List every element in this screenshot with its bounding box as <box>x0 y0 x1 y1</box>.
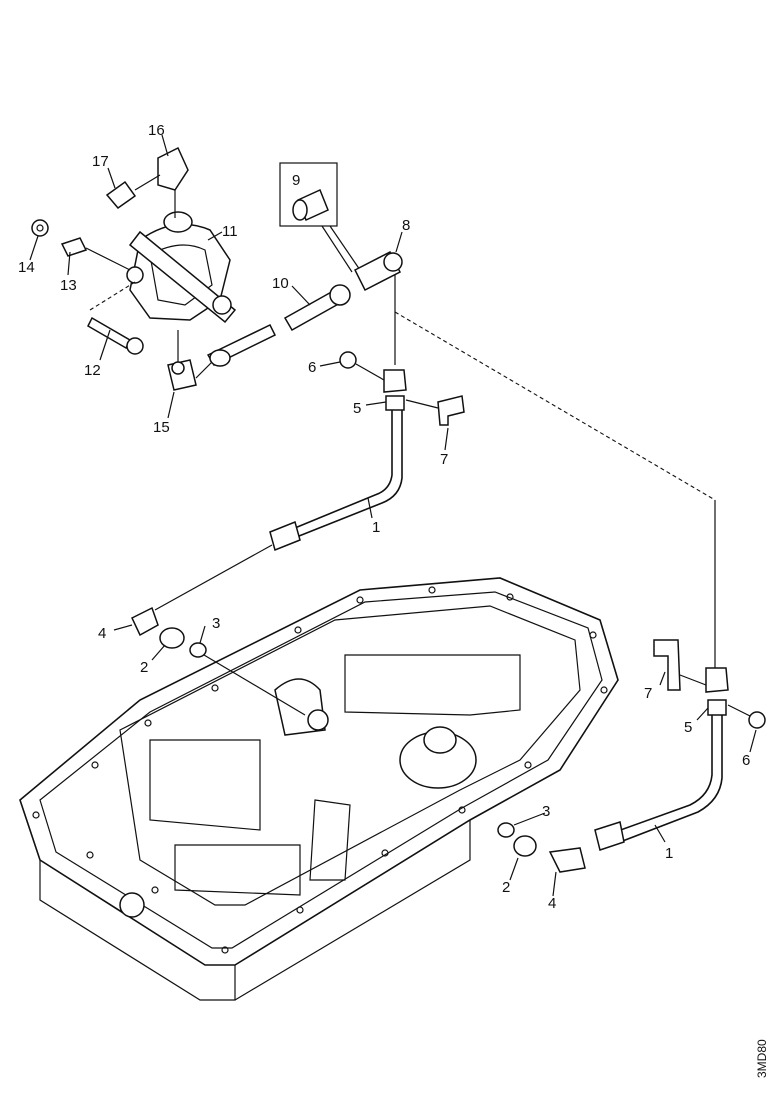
callout-7-lower: 7 <box>644 685 652 702</box>
union-fitting-8 <box>353 250 716 501</box>
oil-cooler-housing <box>126 211 237 324</box>
leader-lines <box>29 134 757 897</box>
nipple-fitting-17 <box>105 174 161 210</box>
figure-code: 3MD80 <box>755 1039 769 1078</box>
callout-1-upper: 1 <box>372 519 380 536</box>
hollow-bolt-10 <box>283 284 351 332</box>
callout-14: 14 <box>18 259 35 276</box>
callout-1-lower: 1 <box>665 845 673 862</box>
callout-2-right: 2 <box>502 879 510 896</box>
nut-14 <box>31 219 49 237</box>
callout-6-lower: 6 <box>742 752 750 769</box>
callout-15: 15 <box>153 419 170 436</box>
callout-17: 17 <box>92 153 109 170</box>
nut-6-lower <box>727 704 766 729</box>
callout-4-right: 4 <box>548 895 556 912</box>
oil-pipe-lower <box>497 500 729 873</box>
bracket-7-upper <box>405 395 465 426</box>
oil-pipe-upper <box>154 369 407 611</box>
callout-5-upper: 5 <box>353 400 361 417</box>
callout-6-upper: 6 <box>308 359 316 376</box>
callout-5-lower: 5 <box>684 719 692 736</box>
callout-numbers: 1 1 2 2 3 3 4 4 5 5 6 6 7 7 8 9 10 11 12… <box>18 122 750 912</box>
elbow-fitting-16 <box>157 146 189 218</box>
detail-box-9 <box>279 162 361 273</box>
stud-13 <box>60 237 131 271</box>
callout-9: 9 <box>292 172 300 189</box>
callout-4-left: 4 <box>98 625 106 642</box>
callout-13: 13 <box>60 277 77 294</box>
callout-10: 10 <box>272 275 289 292</box>
callout-8: 8 <box>402 217 410 234</box>
fittings-left <box>131 606 306 716</box>
callout-16: 16 <box>148 122 165 139</box>
callout-12: 12 <box>84 362 101 379</box>
nut-6-upper <box>339 351 385 381</box>
callout-3-right: 3 <box>542 803 550 820</box>
callout-2-left: 2 <box>140 659 148 676</box>
cooler-outlet-pipe <box>195 324 277 379</box>
callout-3-left: 3 <box>212 615 220 632</box>
oil-pan <box>19 577 619 1001</box>
callout-7-upper: 7 <box>440 451 448 468</box>
callout-11: 11 <box>222 223 238 240</box>
banjo-fitting-15 <box>167 330 197 391</box>
bracket-7-lower <box>653 639 707 691</box>
flange-bolt-holes <box>32 586 608 954</box>
